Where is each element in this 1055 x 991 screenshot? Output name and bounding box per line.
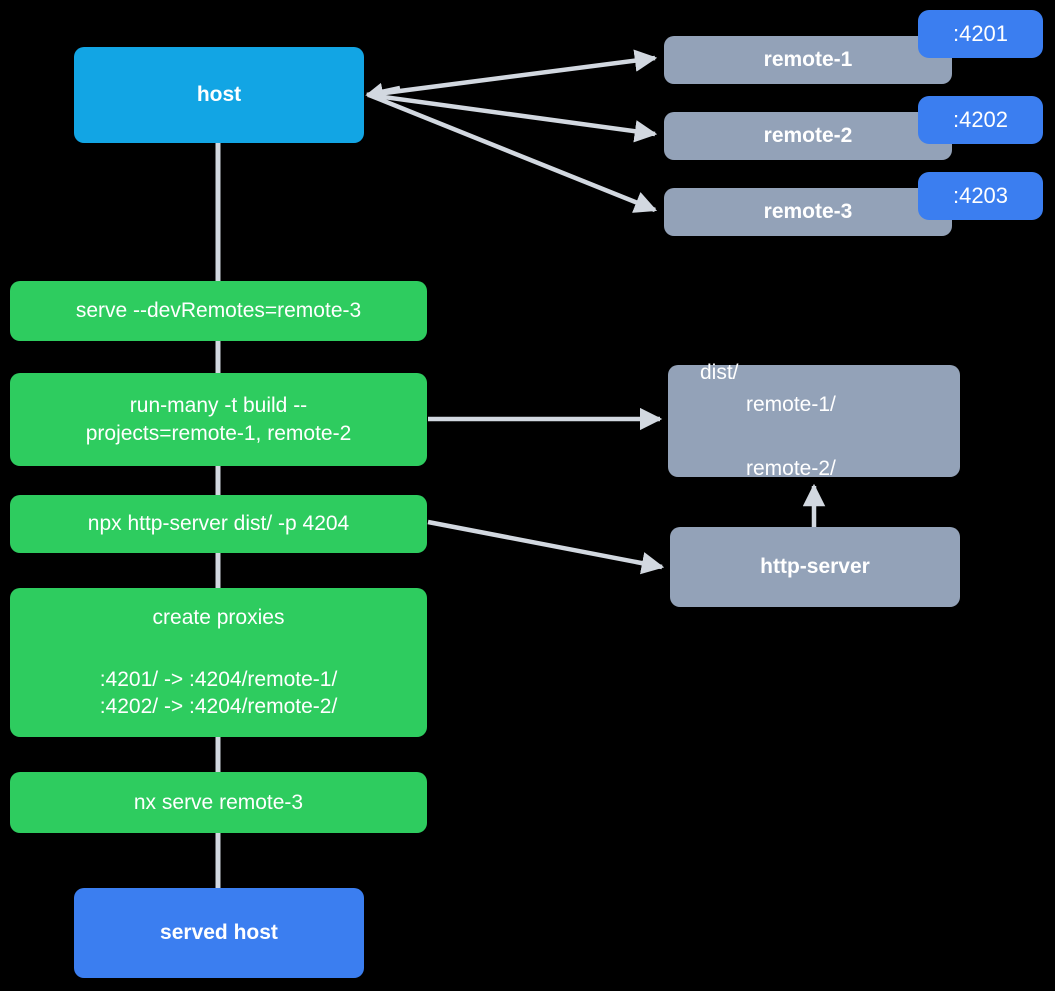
port-badge-remote-3[interactable]: :4203 — [918, 172, 1043, 220]
node-http-server[interactable]: http-server — [670, 527, 960, 607]
node-serve-dev-remotes-label: serve --devRemotes=remote-3 — [75, 299, 362, 323]
node-remote-2-label: remote-2 — [763, 124, 853, 148]
node-run-many-label: run-many -t build -- projects=remote-1, … — [85, 393, 352, 445]
dist-folder-line-3: remote-2/ — [746, 456, 836, 480]
dist-folder-content: dist/ remote-1/ remote-2/ — [700, 325, 836, 516]
node-served-host-label: served host — [160, 921, 278, 945]
edge-npx-to-httpserver — [427, 519, 665, 575]
create-proxies-content: create proxies :4201/ -> :4204/remote-1/… — [24, 604, 413, 721]
port-badge-remote-2[interactable]: :4202 — [918, 96, 1043, 144]
port-badge-remote-2-label: :4202 — [952, 107, 1009, 133]
edge-host-to-remote-2 — [368, 92, 658, 143]
node-remote-3[interactable]: remote-3 — [664, 188, 952, 236]
edge-host-to-remote-1 — [368, 49, 658, 98]
node-nx-serve-remote-3-label: nx serve remote-3 — [133, 790, 304, 814]
host-to-remotes-connectors — [365, 49, 658, 213]
node-run-many[interactable]: run-many -t build -- projects=remote-1, … — [10, 373, 427, 466]
create-proxies-title: create proxies — [152, 605, 285, 629]
node-host[interactable]: host — [74, 47, 364, 143]
node-served-host[interactable]: served host — [74, 888, 364, 978]
node-serve-dev-remotes[interactable]: serve --devRemotes=remote-3 — [10, 281, 427, 341]
create-proxies-line-2: :4202/ -> :4204/remote-2/ — [99, 695, 338, 719]
dist-folder-line-1: dist/ — [700, 361, 739, 385]
dist-folder-line-2: remote-1/ — [746, 393, 836, 417]
node-nx-serve-remote-3[interactable]: nx serve remote-3 — [10, 772, 427, 833]
node-remote-1-label: remote-1 — [763, 48, 853, 72]
node-remote-3-label: remote-3 — [763, 200, 853, 224]
port-badge-remote-1[interactable]: :4201 — [918, 10, 1043, 58]
node-remote-2[interactable]: remote-2 — [664, 112, 952, 160]
node-npx-http-server-label: npx http-server dist/ -p 4204 — [87, 512, 350, 536]
create-proxies-line-1: :4201/ -> :4204/remote-1/ — [99, 667, 338, 691]
node-npx-http-server[interactable]: npx http-server dist/ -p 4204 — [10, 495, 427, 553]
node-http-server-label: http-server — [760, 555, 870, 579]
edge-host-to-remote-3 — [368, 92, 658, 213]
port-badge-remote-3-label: :4203 — [952, 183, 1009, 209]
node-create-proxies[interactable]: create proxies :4201/ -> :4204/remote-1/… — [10, 588, 427, 737]
port-badge-remote-1-label: :4201 — [952, 21, 1009, 47]
node-dist-folder[interactable]: dist/ remote-1/ remote-2/ — [668, 361, 960, 480]
node-host-label: host — [196, 83, 242, 107]
edge-remotes-to-host — [365, 82, 401, 101]
node-remote-1[interactable]: remote-1 — [664, 36, 952, 84]
